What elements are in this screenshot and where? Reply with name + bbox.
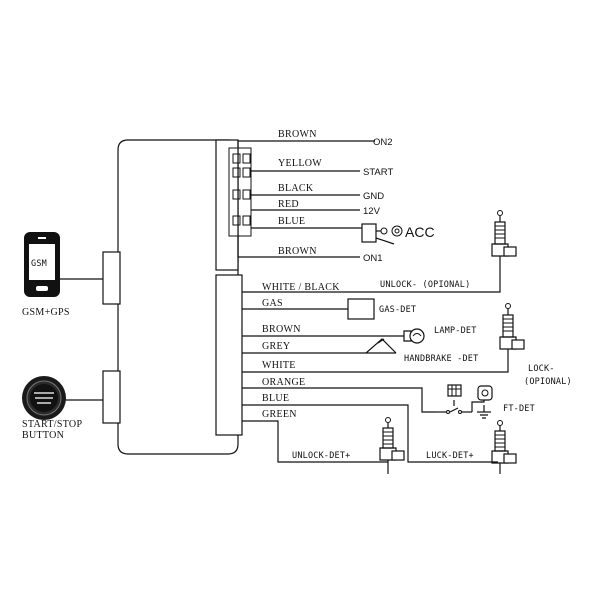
terminal-start: START (363, 167, 393, 178)
gas-det-label: GAS-DET (379, 305, 416, 315)
wire-gas-label: GAS (262, 298, 283, 309)
gsm-phone-icon (24, 232, 60, 297)
lock-minus-label: LOCK- (528, 364, 555, 374)
gas-det-box (347, 298, 375, 320)
unlock-actuator-icon (491, 210, 517, 270)
wire-red-label: RED (278, 199, 299, 210)
terminal-12v: 12V (363, 206, 381, 217)
ignition-connector (228, 147, 252, 237)
wire-orange (242, 387, 436, 413)
start-stop-label-line2: BUTTON (22, 430, 64, 441)
unlock-optional-label: UNLOCK- (OPIONAL) (380, 280, 470, 290)
ft-det-label: FT-DET (503, 404, 535, 414)
wire-yellow-label: YELLOW (278, 158, 322, 169)
start-stop-button-icon (22, 376, 66, 420)
gsm-gps-label: GSM+GPS (22, 307, 70, 318)
button-link (102, 370, 121, 424)
wire-grey-label: GREY (262, 341, 290, 352)
wire-green (242, 420, 388, 463)
wire-brown-top (237, 140, 375, 148)
wire-brown-mid-label: BROWN (262, 324, 301, 335)
wire-brown-bottom (237, 236, 360, 258)
lock-actuator-icon (499, 303, 525, 360)
acc-key-icon (360, 223, 403, 245)
wire-white-label: WHITE (262, 360, 296, 371)
handbrake-det-label: HANDBRAKE -DET (404, 354, 478, 364)
unlock-det-actuator-icon (379, 417, 405, 474)
lamp-det-label: LAMP-DET (434, 326, 477, 336)
wire-green-label: GREEN (262, 409, 297, 420)
terminal-gnd: GND (363, 191, 384, 202)
wire-brown-bottom-label: BROWN (278, 246, 317, 257)
wire-white-black (242, 270, 501, 293)
luck-det-actuator-icon (491, 420, 517, 474)
wire-blue-top-label: BLUE (278, 216, 305, 227)
handbrake-icon (362, 338, 397, 354)
lock-optional-label: (OPIONAL) (524, 377, 572, 387)
terminal-on2: ON2 (373, 137, 393, 148)
luck-det-label: LUCK-DET+ (426, 451, 474, 461)
wire-orange-label: ORANGE (262, 377, 305, 388)
terminal-on1: ON1 (363, 253, 383, 264)
ft-det-sensor-icon (436, 384, 493, 419)
wire-brown-top-label: BROWN (278, 129, 317, 140)
start-stop-label-line1: START/STOP (22, 419, 82, 430)
wire-white (242, 360, 509, 373)
wire-blue-bottom (242, 404, 498, 463)
wire-black-label: BLACK (278, 183, 314, 194)
wire-blue-bottom-label: BLUE (262, 393, 289, 404)
unlock-det-label: UNLOCK-DET+ (292, 451, 351, 461)
connector-housing-upper (215, 139, 239, 271)
connector-housing-lower (215, 274, 243, 436)
lamp-icon (403, 328, 425, 344)
gsm-screen-label: GSM (31, 259, 47, 269)
gsm-link (102, 251, 121, 305)
terminal-acc: ACC (405, 224, 435, 240)
wire-white-black-label: WHITE / BLACK (262, 282, 340, 293)
